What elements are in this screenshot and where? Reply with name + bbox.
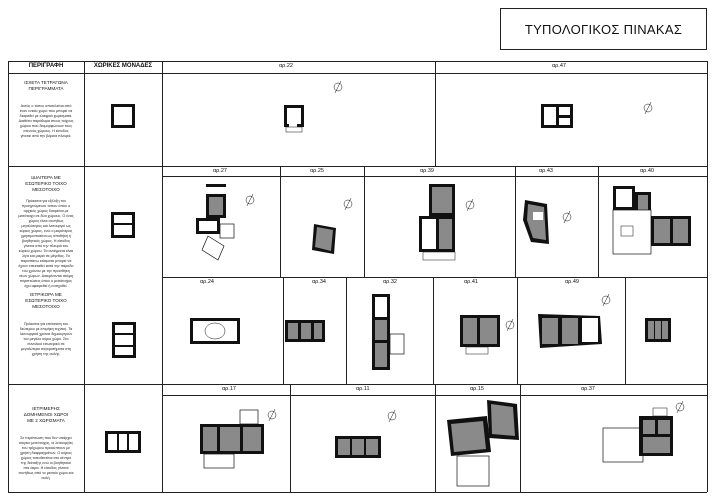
grid-line xyxy=(625,277,626,384)
floor-plan xyxy=(284,105,304,133)
grid-line xyxy=(346,277,347,384)
floor-plan xyxy=(523,200,549,244)
row-description: Αυτός ο τύπος αποτελείται από έναν ενιαί… xyxy=(18,104,74,138)
floor-plan xyxy=(612,186,691,255)
grid-line xyxy=(283,277,284,384)
plan-number: αρ.34 xyxy=(312,279,326,285)
row-description: Σε περίπτωση που δεν υπάρχει ισόγειο μεσ… xyxy=(18,436,74,480)
row-description: Πρόκειται για επέκταση του δεύτερου με ε… xyxy=(19,322,73,356)
plan-number: αρ.17 xyxy=(222,386,236,392)
floor-plan xyxy=(335,436,381,458)
header-description: ΠΕΡΙΓΡΑΦΗ xyxy=(28,63,64,69)
floor-plan xyxy=(541,104,573,128)
plan-number: αρ.25 xyxy=(310,168,324,174)
grid-line xyxy=(8,61,707,62)
grid-line xyxy=(515,166,516,277)
plan-number: αρ.22 xyxy=(279,63,293,69)
floor-plan xyxy=(645,318,671,342)
grid-line xyxy=(162,176,707,177)
floor-plan xyxy=(447,400,519,487)
grid-line xyxy=(162,277,707,278)
plan-number: αρ.32 xyxy=(383,279,397,285)
unit-diagram xyxy=(112,322,136,358)
north-arrow-icon xyxy=(245,193,255,207)
row-label: ΙΔΙΑΙΤΕΡΑ ΜΕ ΕΣΩΤΕΡΙΚΟ ΤΟΙΧΟ ΜΕΣΟΤΟΙΧΟ xyxy=(25,175,67,192)
north-arrow-icon xyxy=(343,197,353,211)
north-arrow-icon xyxy=(562,210,572,224)
plan-number: αρ.40 xyxy=(640,168,654,174)
grid-line xyxy=(162,395,707,396)
row-description: Πρόκειται για εξέλιξη του προηγούμενου τ… xyxy=(18,199,74,288)
floor-plan xyxy=(312,224,336,254)
unit-diagram xyxy=(105,431,141,453)
floor-plan xyxy=(190,318,240,344)
grid-line xyxy=(517,277,518,384)
plan-number: αρ.27 xyxy=(213,168,227,174)
grid-line xyxy=(435,61,436,166)
north-arrow-icon xyxy=(505,318,515,332)
grid-line xyxy=(280,166,281,277)
floor-plan xyxy=(372,294,405,370)
grid-line xyxy=(707,61,708,492)
plan-number: αρ.24 xyxy=(200,279,214,285)
grid-line xyxy=(290,384,291,492)
row-label: ΙΣΧΕΤΑ ΤΕΤΡΑΓΩΝΑ ΠΕΡΙΓΡΑΜΜΑΤΑ xyxy=(24,80,68,91)
plan-number: αρ.43 xyxy=(539,168,553,174)
north-arrow-icon xyxy=(333,80,343,94)
plan-number: αρ.11 xyxy=(356,386,370,392)
plan-number: αρ.41 xyxy=(464,279,478,285)
plan-number: αρ.37 xyxy=(581,386,595,392)
plan-number: αρ.15 xyxy=(470,386,484,392)
unit-diagram xyxy=(111,104,135,128)
plan-number: αρ.39 xyxy=(420,168,434,174)
grid-line xyxy=(8,384,707,385)
plan-number: αρ.49 xyxy=(565,279,579,285)
row-label: ΙΕΤΡΙΜΕΡΗΣ ΔΟΜΗΜΕΝΟΙ ΧΩΡΟΙ ΜΕ 2 ΧΩΡΙΣΜΑΤ… xyxy=(23,406,69,423)
floor-plan xyxy=(196,184,235,261)
grid-line xyxy=(364,166,365,277)
floor-plan xyxy=(460,315,500,355)
grid-line xyxy=(8,61,9,492)
north-arrow-icon xyxy=(267,408,277,422)
header-spatial-units: ΧΩΡΙΚΕΣ ΜΟΝΑΔΕΣ xyxy=(93,63,153,69)
title-box: ΤΥΠΟΛΟΓΙΚΟΣ ΠΙΝΑΚΑΣ xyxy=(500,8,707,50)
floor-plan xyxy=(285,320,325,342)
grid-line xyxy=(598,166,599,277)
grid-line xyxy=(8,73,707,74)
north-arrow-icon xyxy=(643,101,653,115)
grid-line xyxy=(433,277,434,384)
floor-plan xyxy=(538,314,602,348)
grid-line xyxy=(8,166,707,167)
row-label: ΙΕΤΡΙΚΟΡΑ ΜΕ ΕΣΩΤΕΡΙΚΟ ΤΟΙΧΟ ΜΕΣΟΤΟΙΧΟ xyxy=(25,292,67,309)
unit-diagram xyxy=(111,212,135,238)
grid-line xyxy=(520,384,521,492)
north-arrow-icon xyxy=(601,293,611,307)
north-arrow-icon xyxy=(465,198,475,212)
north-arrow-icon xyxy=(675,400,685,414)
page-title: ΤΥΠΟΛΟΓΙΚΟΣ ΠΙΝΑΚΑΣ xyxy=(524,21,683,37)
grid-line xyxy=(84,61,85,492)
floor-plan xyxy=(419,184,456,261)
grid-line xyxy=(162,61,163,492)
grid-line xyxy=(8,492,707,493)
floor-plan xyxy=(200,409,264,469)
north-arrow-icon xyxy=(387,409,397,423)
grid-line xyxy=(435,384,436,492)
plan-number: αρ.47 xyxy=(552,63,566,69)
floor-plan xyxy=(602,407,673,463)
